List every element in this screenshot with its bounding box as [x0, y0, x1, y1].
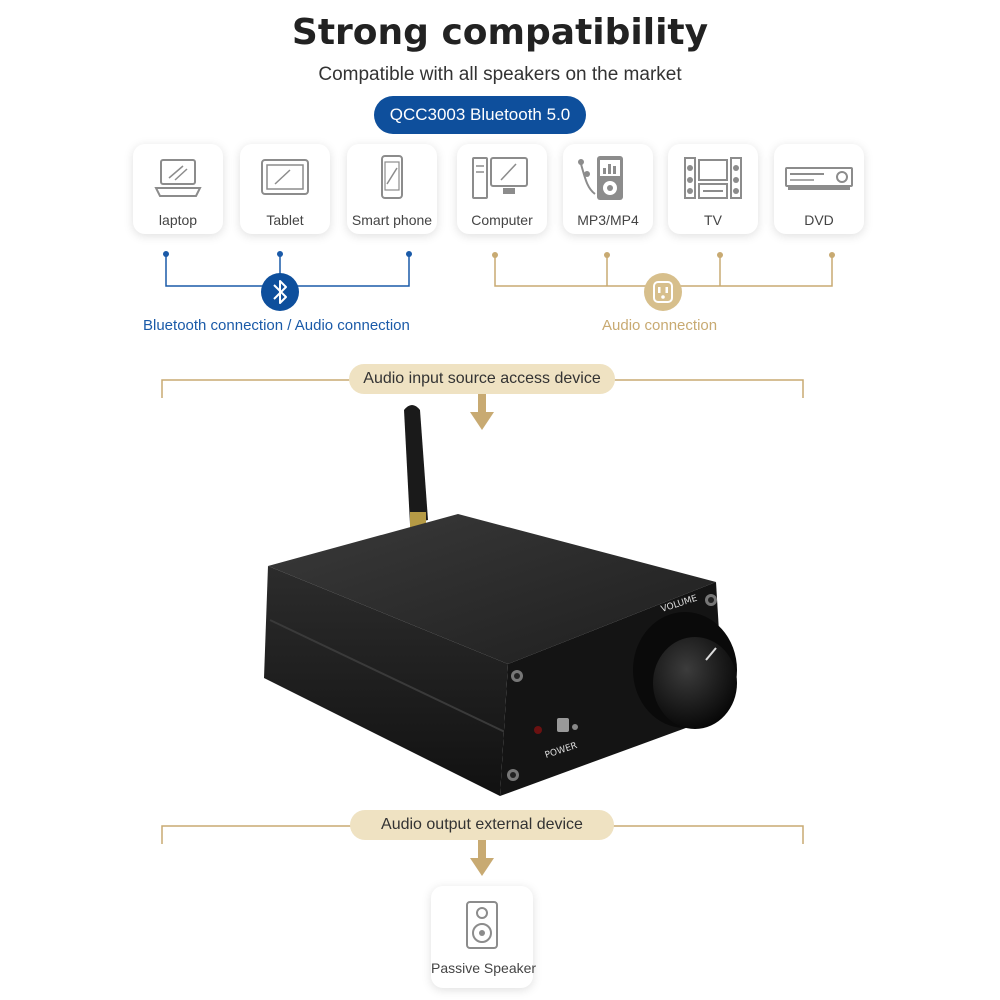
passive-speaker-card: Passive Speaker — [431, 886, 537, 988]
device-label: Computer — [471, 212, 533, 228]
speaker-icon — [466, 901, 498, 949]
device-label: MP3/MP4 — [577, 212, 639, 228]
device-label: Smart phone — [351, 212, 433, 228]
device-label: TV — [704, 212, 722, 228]
tv-icon — [684, 157, 742, 199]
connection-lines — [163, 251, 835, 287]
audio-connection-label: Audio connection — [602, 317, 718, 334]
bluetooth-icon — [261, 273, 299, 311]
device-label: laptop — [158, 212, 198, 228]
device-card-computer: Computer — [457, 144, 547, 234]
device-label: DVD — [804, 212, 834, 228]
input-source-label: Audio input source access device — [349, 364, 615, 394]
amplifier-product-image: VOLUME POWER — [264, 405, 737, 796]
device-card-mp3: MP3/MP4 — [563, 144, 653, 234]
smartphone-icon — [381, 155, 403, 199]
laptop-icon — [154, 159, 202, 197]
speaker-label: Passive Speaker — [431, 960, 537, 976]
bluetooth-connection-label: Bluetooth connection / Audio connection — [143, 317, 410, 334]
device-card-dvd: DVD — [774, 144, 864, 234]
output-device-label: Audio output external device — [350, 810, 614, 840]
device-card-tv: TV — [668, 144, 758, 234]
input-bracket — [161, 379, 804, 430]
page-subtitle: Compatible with all speakers on the mark… — [318, 64, 682, 85]
device-card-laptop: laptop — [133, 144, 223, 234]
audio-outlet-icon — [644, 273, 682, 311]
chip-badge: QCC3003 Bluetooth 5.0 — [374, 96, 586, 134]
mp3-player-icon — [578, 156, 623, 200]
dvd-player-icon — [785, 167, 853, 190]
output-bracket — [161, 825, 804, 876]
device-card-tablet: Tablet — [240, 144, 330, 234]
device-label: Tablet — [266, 212, 304, 228]
page-title: Strong compatibility — [291, 12, 709, 53]
computer-icon — [472, 157, 528, 199]
tablet-icon — [261, 159, 309, 195]
device-card-smartphone: Smart phone — [347, 144, 437, 234]
